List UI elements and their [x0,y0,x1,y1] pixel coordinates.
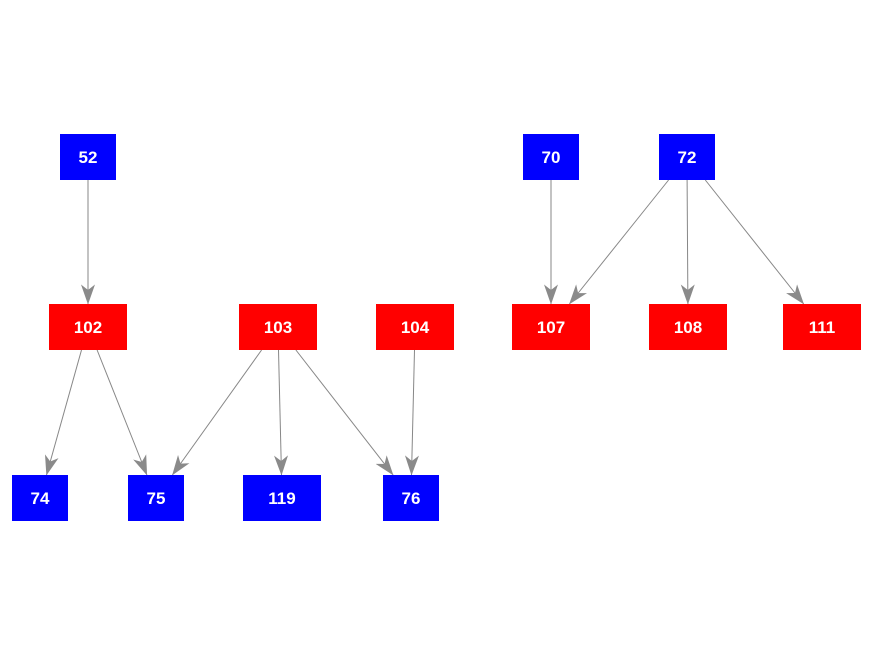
node-label: 107 [536,317,566,337]
node-label: 70 [541,147,561,167]
node-label: 119 [268,488,296,508]
node-72: 72 [659,134,715,180]
edge-72-111 [704,179,805,305]
edge-72-108 [680,179,695,305]
node-label: 104 [400,317,430,337]
edge-103-75 [171,349,263,476]
node-label: 76 [401,488,421,508]
node-label: 74 [30,488,50,508]
edge-103-119 [274,349,289,476]
edge-102-74 [45,349,82,476]
node-label: 52 [78,147,98,167]
node-75: 75 [128,475,184,521]
node-70: 70 [523,134,579,180]
node-111: 111 [783,304,861,350]
node-label: 111 [808,317,836,337]
edge-103-76 [295,349,394,476]
node-label: 75 [146,488,166,508]
node-76: 76 [383,475,439,521]
node-74: 74 [12,475,68,521]
node-label: 108 [673,317,703,337]
edge-104-76 [404,349,419,476]
node-103: 103 [239,304,317,350]
node-119: 119 [243,475,321,521]
node-104: 104 [376,304,454,350]
node-52: 52 [60,134,116,180]
node-label: 102 [73,317,103,337]
node-102: 102 [49,304,127,350]
node-label: 103 [263,317,293,337]
node-label: 72 [677,147,697,167]
node-108: 108 [649,304,727,350]
node-107: 107 [512,304,590,350]
edge-72-107 [569,179,669,305]
edge-102-75 [96,349,148,476]
